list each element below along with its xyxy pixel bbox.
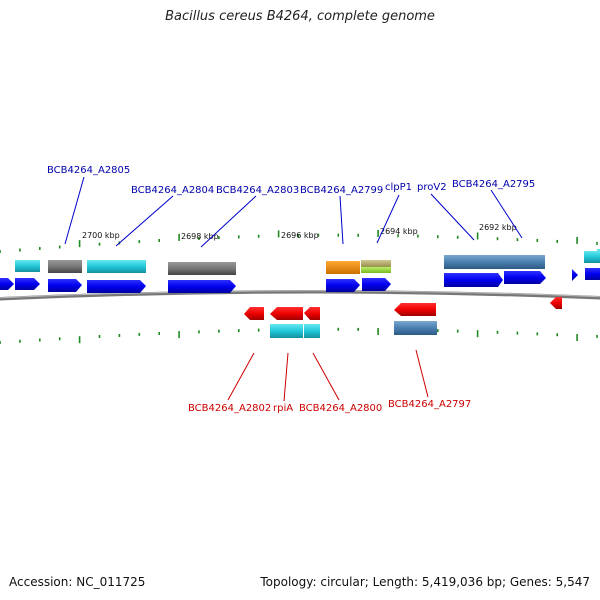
cog-bar: [48, 260, 82, 273]
gene-arrow-forward[interactable]: [0, 278, 14, 290]
gene-arrow-forward[interactable]: [87, 280, 146, 293]
cog-bar: [584, 251, 600, 263]
gene-label-rpia[interactable]: rpiA: [273, 403, 293, 414]
gene-arrow-reverse[interactable]: [394, 303, 436, 316]
upper-tick-marks: [0, 229, 598, 253]
cog-bar: [394, 321, 437, 335]
cog-bar: [304, 324, 320, 338]
gene-arrow-reverse[interactable]: [244, 307, 264, 320]
reverse-genes: [244, 297, 562, 320]
gene-label-clpp1[interactable]: clpP1: [385, 182, 412, 193]
gene-arrow-reverse[interactable]: [270, 307, 303, 320]
gene-arrow-forward[interactable]: [504, 271, 546, 284]
cog-bar: [87, 260, 146, 273]
gene-label-bcb4264-a2802[interactable]: BCB4264_A2802: [188, 403, 271, 414]
gene-arrow-forward[interactable]: [15, 278, 40, 290]
cog-bar: [361, 260, 391, 267]
kbp-label-2700: 2700 kbp: [82, 231, 120, 240]
map-title: Bacillus cereus B4264, complete genome: [165, 9, 435, 24]
gene-label-prov2[interactable]: proV2: [417, 182, 447, 193]
accession-text: Accession: NC_011725: [9, 575, 146, 589]
cog-bar: [168, 262, 236, 275]
forward-genes: [0, 268, 600, 293]
gene-arrow-forward[interactable]: [572, 269, 578, 281]
cog-bars-reverse: [270, 321, 437, 338]
gene-arrow-forward[interactable]: [326, 279, 360, 292]
gene-label-bcb4264-a2805[interactable]: BCB4264_A2805: [47, 165, 130, 176]
cog-bar: [444, 255, 545, 269]
genome-stats: Topology: circular; Length: 5,419,036 bp…: [260, 575, 590, 589]
kbp-label-2692: 2692 kbp: [479, 223, 517, 232]
genome-backbone: [0, 289, 600, 301]
kbp-label-2694: 2694 kbp: [380, 227, 418, 236]
cog-bar: [361, 267, 391, 273]
gene-arrow-forward[interactable]: [585, 268, 600, 280]
kbp-label-2698: 2698 kbp: [181, 232, 219, 241]
callouts-forward: [64, 176, 523, 248]
gene-label-bcb4264-a2797[interactable]: BCB4264_A2797: [388, 399, 471, 410]
gene-arrow-reverse[interactable]: [550, 297, 562, 309]
gene-label-bcb4264-a2800[interactable]: BCB4264_A2800: [299, 403, 382, 414]
cog-bar: [15, 260, 40, 272]
gene-arrow-reverse[interactable]: [304, 307, 320, 320]
gene-label-bcb4264-a2799[interactable]: BCB4264_A2799: [300, 185, 383, 196]
gene-arrow-forward[interactable]: [362, 278, 391, 291]
cog-bars-forward: [15, 249, 600, 275]
cog-bar: [270, 324, 303, 338]
gene-label-bcb4264-a2795[interactable]: BCB4264_A2795: [452, 179, 535, 190]
kbp-label-2696: 2696 kbp: [281, 231, 319, 240]
gene-arrow-forward[interactable]: [444, 273, 503, 287]
gene-arrow-forward[interactable]: [168, 280, 236, 293]
gene-label-bcb4264-a2803[interactable]: BCB4264_A2803: [216, 185, 299, 196]
gene-arrow-forward[interactable]: [48, 279, 82, 292]
callouts-reverse: [227, 349, 429, 402]
gene-label-bcb4264-a2804[interactable]: BCB4264_A2804: [131, 185, 214, 196]
cog-bar: [326, 261, 360, 274]
